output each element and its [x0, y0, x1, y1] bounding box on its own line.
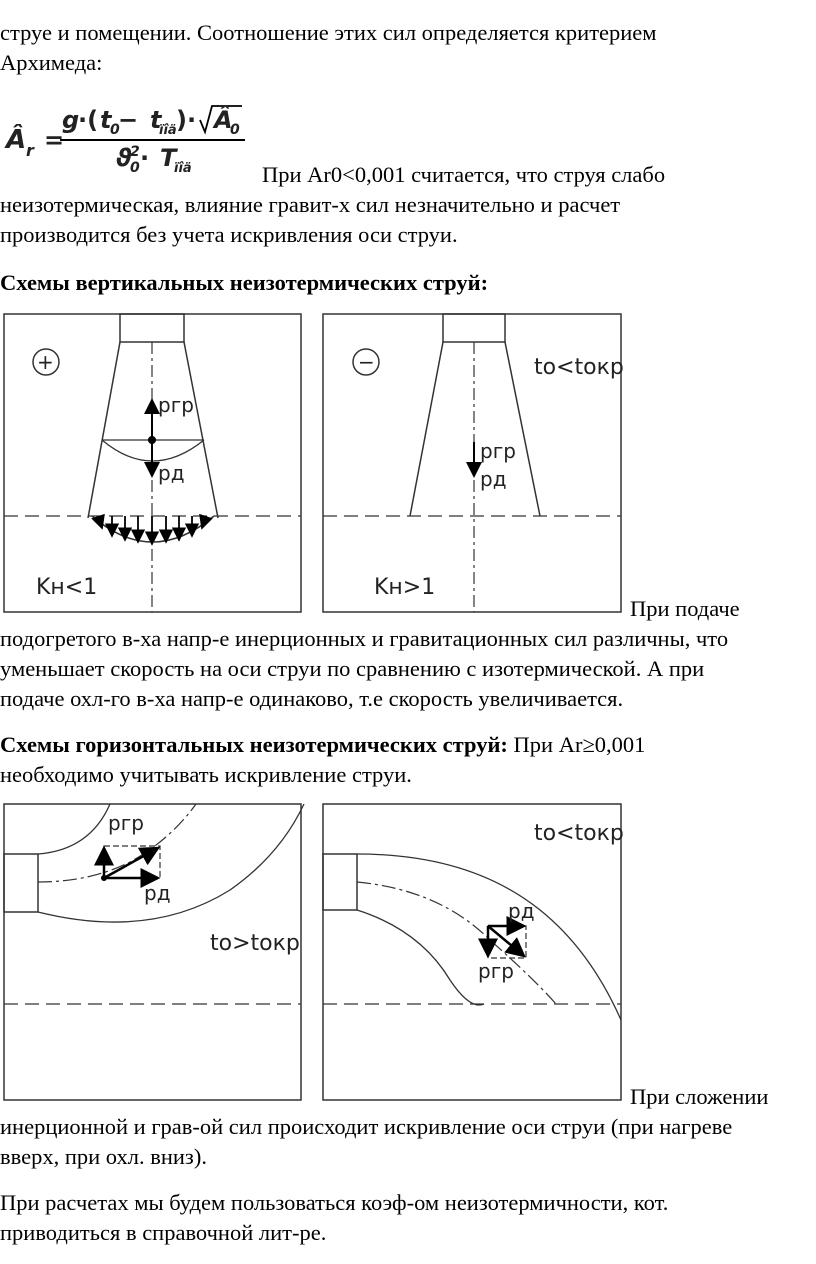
minus-sign-icon: [352, 348, 380, 376]
vertical-jet-cooled-panel: − to<tокр pгр pд Kн>1: [322, 313, 624, 613]
right-coef-label: Kн>1: [374, 575, 435, 600]
hleft-temp-label: to>tокр: [210, 931, 300, 956]
left-coef-label: Kн<1: [36, 575, 97, 600]
formula-close: )·: [176, 106, 196, 134]
formula-t0: t: [100, 106, 113, 134]
vertical-jet-heated-panel: + pгр pд Kн<1: [3, 313, 302, 613]
para3-line-3: вверх, при охл. вниз).: [0, 1144, 207, 1169]
heading-horizontal-jets-bold: Схемы горизонтальных неизотермических ст…: [0, 732, 508, 757]
formula-t-sub: ïîä: [159, 123, 177, 138]
hright-force-down-label: pгр: [478, 959, 514, 983]
formula-t: t: [150, 106, 163, 134]
formula-T-sub: ïîä: [174, 161, 192, 176]
para1-line-1: При Ar0<0,001 считается, что струя слабо: [262, 162, 666, 187]
right-temp-label: to<tокр: [534, 355, 624, 380]
hleft-force-side-label: pд: [144, 881, 171, 905]
velocity-arrows-icon: [91, 513, 213, 546]
para1-line-3: производится без учета искривления оси с…: [0, 222, 458, 247]
formula-T: T: [160, 144, 178, 172]
formula-t0-sub: 0: [110, 122, 120, 138]
hleft-force-up-label: pгр: [108, 811, 144, 835]
formula-minus: −: [118, 106, 138, 134]
formula-lhs-sub: r: [26, 141, 35, 160]
intro-line-1: струе и помещении. Соотношение этих сил …: [0, 20, 657, 45]
heading-horizontal-jets: Схемы горизонтальных неизотермических ст…: [0, 730, 645, 760]
formula-equals: =: [44, 126, 64, 154]
left-force-up-label: pгр: [158, 393, 194, 417]
formula-root-sub: 0: [230, 122, 240, 138]
heading-vertical-jets: Схемы вертикальных неизотермических стру…: [0, 270, 489, 295]
right-sign: −: [358, 350, 375, 374]
left-force-down-label: pд: [158, 461, 185, 485]
formula-root: Â: [212, 104, 233, 134]
horizontal-jet-heated-panel: pгр pд to>tокр: [3, 803, 305, 1101]
para4-line-1: При расчетах мы будем пользоваться коэф-…: [0, 1190, 669, 1215]
para1-line-2: неизотермическая, влияние гравит-х сил н…: [0, 192, 621, 217]
intro-line-2: Архимеда:: [0, 50, 103, 75]
para2-line-1: При подаче: [630, 596, 740, 621]
hright-force-side-label: pд: [508, 899, 535, 923]
formula-theta: ϑ: [116, 144, 132, 172]
hright-resultant-arrow-icon: [487, 925, 526, 958]
heading-horizontal-jets-normal: При Ar≥0,001: [507, 732, 646, 757]
hright-temp-label: to<tокр: [534, 821, 624, 846]
formula-g: g: [62, 106, 79, 134]
right-force-down-label: pд: [480, 467, 507, 491]
formula-theta-sup: 2: [130, 144, 140, 160]
archimedes-formula: Â r = g ·( t 0 − t ïîä )· Â 0 ϑ 2 0 · T …: [4, 104, 245, 176]
sqrt-sign-icon: [199, 105, 242, 135]
para3-line-1: При сложении: [630, 1084, 769, 1109]
heading2-line-2: необходимо учитывать искривление струи.: [0, 762, 412, 787]
vertical-jets-figure: + pгр pд Kн<1 − to<tокр pгр pд Kн>1: [3, 313, 624, 613]
right-force-up-label: pгр: [480, 439, 516, 463]
para4-line-2: приводиться в справочной лит-ре.: [0, 1220, 327, 1245]
formula-lhs: Â: [4, 123, 26, 155]
plus-sign-icon: [32, 348, 60, 376]
para3-line-2: инерционной и грав-ой сил происходит иск…: [0, 1114, 733, 1139]
horizontal-jets-figure: pгр pд to>tокр to<tокр pд pгр: [3, 803, 624, 1101]
para2-line-4: подаче охл-го в-ха напр-е одинаково, т.е…: [0, 686, 624, 711]
para2-line-2: подогретого в-ха напр-е инерционных и гр…: [0, 626, 729, 651]
resultant-arrow-icon: [103, 846, 161, 880]
formula-open: ·(: [78, 106, 98, 134]
horizontal-jet-cooled-panel: to<tокр pд pгр: [322, 803, 624, 1101]
formula-theta-sub: 0: [130, 160, 140, 176]
para2-line-3: уменьшает скорость на оси струи по сравн…: [0, 656, 705, 681]
left-sign: +: [37, 350, 54, 374]
formula-dot: ·: [140, 144, 149, 172]
